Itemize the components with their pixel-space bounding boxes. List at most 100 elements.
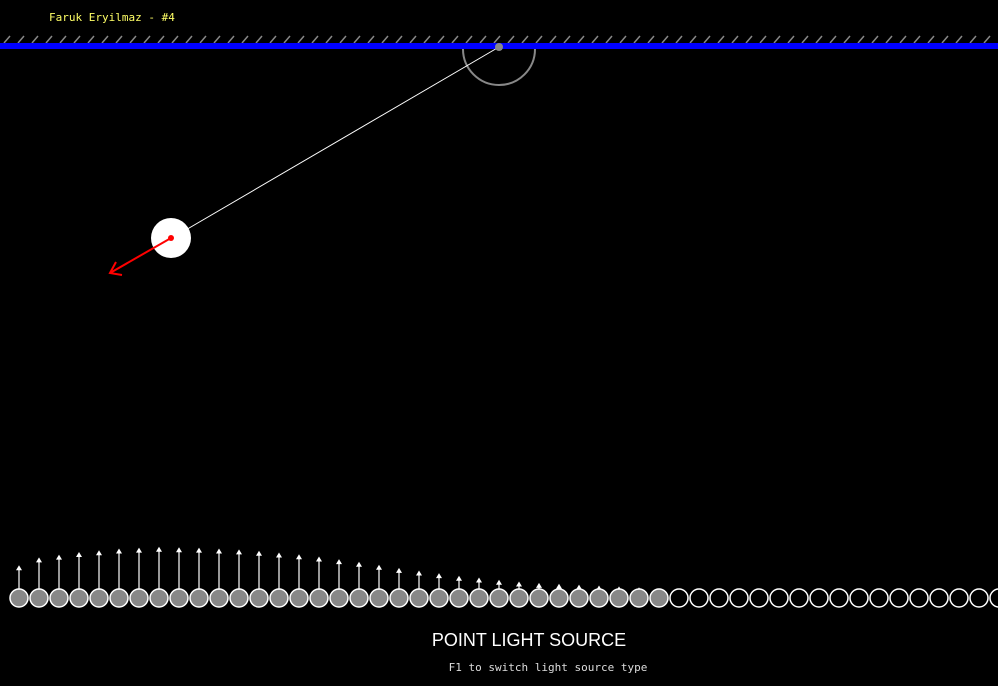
hatch-mark bbox=[507, 35, 515, 44]
hatch-mark bbox=[479, 35, 487, 44]
light-ray-arrow-icon bbox=[96, 550, 102, 589]
light-ray-arrow-icon bbox=[456, 575, 462, 589]
hatch-mark bbox=[675, 35, 683, 44]
light-ray-arrow-icon bbox=[316, 556, 322, 589]
light-sample-sphere bbox=[629, 588, 649, 608]
light-sample-sphere bbox=[149, 588, 169, 608]
hatch-mark bbox=[969, 35, 977, 44]
light-ray-arrow-icon bbox=[136, 547, 142, 589]
hatch-mark bbox=[255, 35, 263, 44]
hatch-mark bbox=[717, 35, 725, 44]
light-sample-sphere bbox=[849, 588, 869, 608]
hatch-mark bbox=[661, 35, 669, 44]
hatch-mark bbox=[619, 35, 627, 44]
hatch-mark bbox=[493, 35, 501, 44]
hatch-mark bbox=[633, 35, 641, 44]
hatch-mark bbox=[325, 35, 333, 44]
light-sample-sphere bbox=[889, 588, 909, 608]
light-sample-sphere bbox=[689, 588, 709, 608]
light-ray-arrow-icon bbox=[216, 548, 222, 589]
light-ray-arrow-icon bbox=[76, 552, 82, 589]
hatch-mark bbox=[521, 35, 529, 44]
light-sample-sphere bbox=[509, 588, 529, 608]
hatch-mark bbox=[857, 35, 865, 44]
hatch-mark bbox=[227, 35, 235, 44]
hatch-mark bbox=[283, 35, 291, 44]
hatch-mark bbox=[577, 35, 585, 44]
hatch-mark bbox=[157, 35, 165, 44]
hatch-mark bbox=[801, 35, 809, 44]
light-sample-sphere bbox=[469, 588, 489, 608]
hatch-mark bbox=[213, 35, 221, 44]
pivot-dot-icon[interactable] bbox=[495, 43, 503, 51]
light-ray-arrow-icon bbox=[516, 581, 522, 589]
light-sample-sphere bbox=[969, 588, 989, 608]
light-ray-arrow-icon bbox=[196, 547, 202, 589]
light-ray-arrow-icon bbox=[256, 550, 262, 589]
hatch-mark bbox=[269, 35, 277, 44]
light-sample-sphere bbox=[769, 588, 789, 608]
hatch-mark bbox=[87, 35, 95, 44]
light-ray-arrow-icon bbox=[156, 546, 162, 589]
hatch-mark bbox=[465, 35, 473, 44]
hatch-mark bbox=[899, 35, 907, 44]
light-sample-sphere bbox=[789, 588, 809, 608]
light-ray-arrow-icon bbox=[436, 573, 442, 589]
hatch-mark bbox=[983, 35, 991, 44]
hatch-mark bbox=[647, 35, 655, 44]
hatch-mark bbox=[941, 35, 949, 44]
light-ray-arrow-icon bbox=[336, 559, 342, 589]
light-ray-arrow-icon bbox=[116, 548, 122, 589]
light-ray-arrow-icon bbox=[36, 557, 42, 589]
hatch-mark bbox=[395, 35, 403, 44]
hatch-mark bbox=[423, 35, 431, 44]
light-ray-arrow-icon bbox=[276, 552, 282, 589]
light-sample-sphere bbox=[329, 588, 349, 608]
hatch-mark bbox=[129, 35, 137, 44]
hatch-mark bbox=[703, 35, 711, 44]
light-sample-sphere bbox=[989, 588, 998, 608]
pendulum-string bbox=[171, 46, 500, 239]
hatch-mark bbox=[241, 35, 249, 44]
light-sample-sphere bbox=[29, 588, 49, 608]
light-sample-sphere bbox=[429, 588, 449, 608]
light-ray-arrow-icon bbox=[496, 579, 502, 589]
hatch-mark bbox=[59, 35, 67, 44]
light-ray-arrow-icon bbox=[176, 547, 182, 589]
light-sample-sphere bbox=[209, 588, 229, 608]
hatch-mark bbox=[843, 35, 851, 44]
light-sample-sphere bbox=[409, 588, 429, 608]
light-sample-sphere bbox=[69, 588, 89, 608]
hatch-mark bbox=[759, 35, 767, 44]
light-sample-sphere bbox=[229, 588, 249, 608]
light-sample-sphere bbox=[129, 588, 149, 608]
hatch-mark bbox=[31, 35, 39, 44]
light-sample-sphere bbox=[389, 588, 409, 608]
hatch-mark bbox=[381, 35, 389, 44]
hatch-mark bbox=[451, 35, 459, 44]
hatch-mark bbox=[143, 35, 151, 44]
hatch-mark bbox=[353, 35, 361, 44]
light-sample-spheres bbox=[9, 588, 998, 608]
light-sample-sphere bbox=[249, 588, 269, 608]
light-sample-sphere bbox=[369, 588, 389, 608]
hatch-mark bbox=[591, 35, 599, 44]
light-sample-sphere bbox=[809, 588, 829, 608]
ceiling-hatching bbox=[3, 35, 991, 44]
light-sample-sphere bbox=[569, 588, 589, 608]
switch-mode-hint: F1 to switch light source type bbox=[448, 661, 648, 674]
light-sample-sphere bbox=[349, 588, 369, 608]
light-ray-arrow-icon bbox=[416, 570, 422, 589]
light-rays bbox=[16, 546, 662, 594]
hatch-mark bbox=[3, 35, 11, 44]
hatch-mark bbox=[549, 35, 557, 44]
hatch-mark bbox=[171, 35, 179, 44]
light-ray-arrow-icon bbox=[296, 554, 302, 589]
hatch-mark bbox=[73, 35, 81, 44]
hatch-mark bbox=[927, 35, 935, 44]
hatch-mark bbox=[101, 35, 109, 44]
hatch-mark bbox=[773, 35, 781, 44]
light-ray-arrow-icon bbox=[236, 549, 242, 589]
hatch-mark bbox=[563, 35, 571, 44]
